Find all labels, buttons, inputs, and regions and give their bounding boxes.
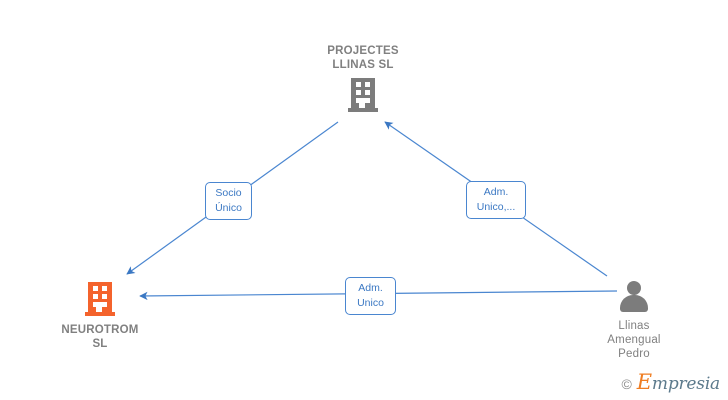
building-icon bbox=[348, 78, 378, 112]
node-label-neurotrom-sl: NEUROTROM SL bbox=[61, 324, 139, 350]
copyright-symbol: © bbox=[621, 376, 632, 392]
node-llinas-amengual-pedro[interactable]: Llinas Amengual Pedro bbox=[564, 280, 704, 361]
brand-name: Empresia bbox=[637, 370, 720, 394]
brand-rest: mpresia bbox=[651, 374, 720, 394]
building-icon bbox=[85, 282, 115, 316]
node-neurotrom-sl[interactable]: NEUROTROM SL bbox=[30, 282, 170, 351]
brand-initial: E bbox=[636, 370, 652, 394]
edge-label-socio-unico[interactable]: Socio Único bbox=[205, 182, 252, 220]
person-icon bbox=[617, 280, 651, 312]
node-label-projectes-llinas-sl: PROJECTES LLINAS SL bbox=[327, 45, 399, 71]
edge-label-adm-unico-neurotrom[interactable]: Adm. Unico bbox=[345, 277, 396, 315]
edge-label-adm-unico-projectes[interactable]: Adm. Unico,... bbox=[466, 181, 526, 219]
watermark-empresia: © Empresia bbox=[621, 370, 720, 394]
node-projectes-llinas-sl[interactable]: PROJECTES LLINAS SL bbox=[293, 44, 433, 112]
node-label-llinas-amengual-pedro: Llinas Amengual Pedro bbox=[607, 320, 661, 360]
